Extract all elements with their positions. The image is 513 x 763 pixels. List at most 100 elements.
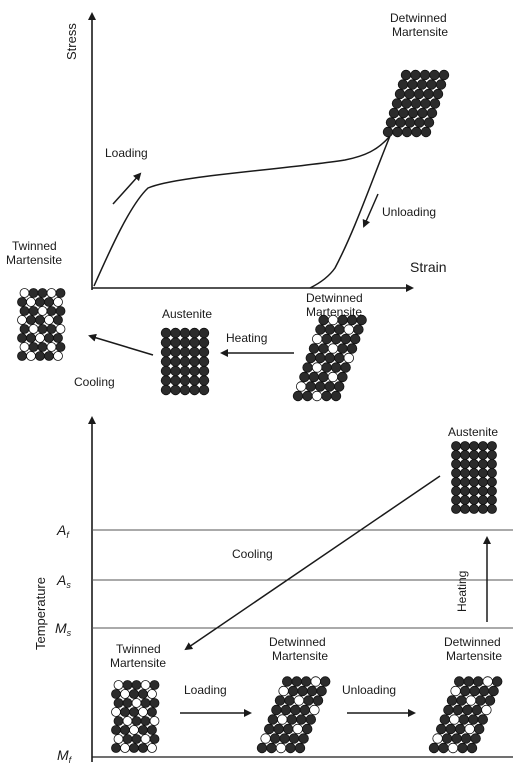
atom [392,126,403,138]
atom [129,743,139,753]
atom [198,375,210,386]
atom [432,733,443,744]
atom [316,685,327,697]
atom [170,337,181,348]
atom [460,733,472,744]
atom [160,337,172,348]
atom [429,98,441,109]
atom [113,680,124,690]
atom [478,459,488,469]
mf-label: Mf [57,747,73,763]
atom [46,306,57,316]
atom [484,695,496,706]
atom [284,695,295,706]
atom [487,477,497,487]
atom [324,381,335,392]
atom [140,680,151,690]
atom [441,733,453,744]
atom [321,390,332,402]
atom [327,343,339,354]
atom [28,306,39,316]
atom [296,381,307,392]
atom [432,88,444,100]
atom [481,704,492,716]
atom [445,723,456,735]
atom [286,714,298,725]
atom [147,743,157,753]
atom [46,324,57,334]
atom [302,362,313,373]
atom [302,723,313,735]
strain-axis-label: Strain [410,259,447,275]
atom [264,723,275,735]
atom [407,79,418,90]
atom [401,98,412,109]
atom [17,351,27,361]
atom [343,324,355,335]
atom [198,327,210,339]
atom [460,441,470,451]
atom [129,689,139,699]
atom [469,450,479,460]
atom [37,306,48,316]
unloading-label: Unloading [382,205,436,219]
atom [462,704,473,716]
atom [290,704,301,716]
atom [334,352,345,364]
atom [26,297,36,307]
atom [55,306,66,316]
atom [346,343,358,354]
atom [420,98,431,109]
atom [189,384,200,396]
lattice-detwinned-mid [256,676,331,754]
atom [469,486,479,496]
twinned-bottom-label-2: Martensite [110,656,166,670]
detwinned-mid-label-1: Detwinned [269,635,326,649]
atom [451,486,461,496]
atom [138,743,148,753]
atom [198,337,210,348]
atom [451,441,461,451]
atom [404,117,416,128]
atom [450,685,461,697]
lattice-twinned-left [17,288,66,361]
atom [120,725,130,735]
atom [44,297,54,307]
atom [394,88,406,100]
stress-strain-diagram: Stress Strain Loading Unloading Detwinne… [6,11,448,389]
atom [297,685,308,697]
atom [451,733,462,744]
atom [451,504,461,514]
atom [411,126,422,138]
atom [275,742,287,754]
atom [53,351,63,361]
cooling-bottom-arrow [184,475,441,651]
atom [330,390,342,402]
atom [451,459,461,469]
atom [438,69,450,81]
atom [28,342,39,352]
atom [466,742,478,754]
atom [482,676,493,687]
loading-bottom-label: Loading [184,683,227,697]
lattice-twinned-bottom [111,680,160,753]
atom [35,315,45,325]
atom [120,743,130,753]
atom [35,297,45,307]
atom [288,733,300,744]
atom [488,685,499,697]
loading-curve [93,135,391,287]
atom [469,441,479,451]
atom [292,390,304,402]
atom [340,333,351,345]
atom [337,371,348,383]
atom [311,362,323,373]
atom [111,689,121,699]
unloading-bottom-label: Unloading [342,683,396,697]
atom [306,685,318,697]
atom [129,707,139,717]
atom [269,733,281,744]
atom [324,352,336,364]
atom [385,117,397,128]
